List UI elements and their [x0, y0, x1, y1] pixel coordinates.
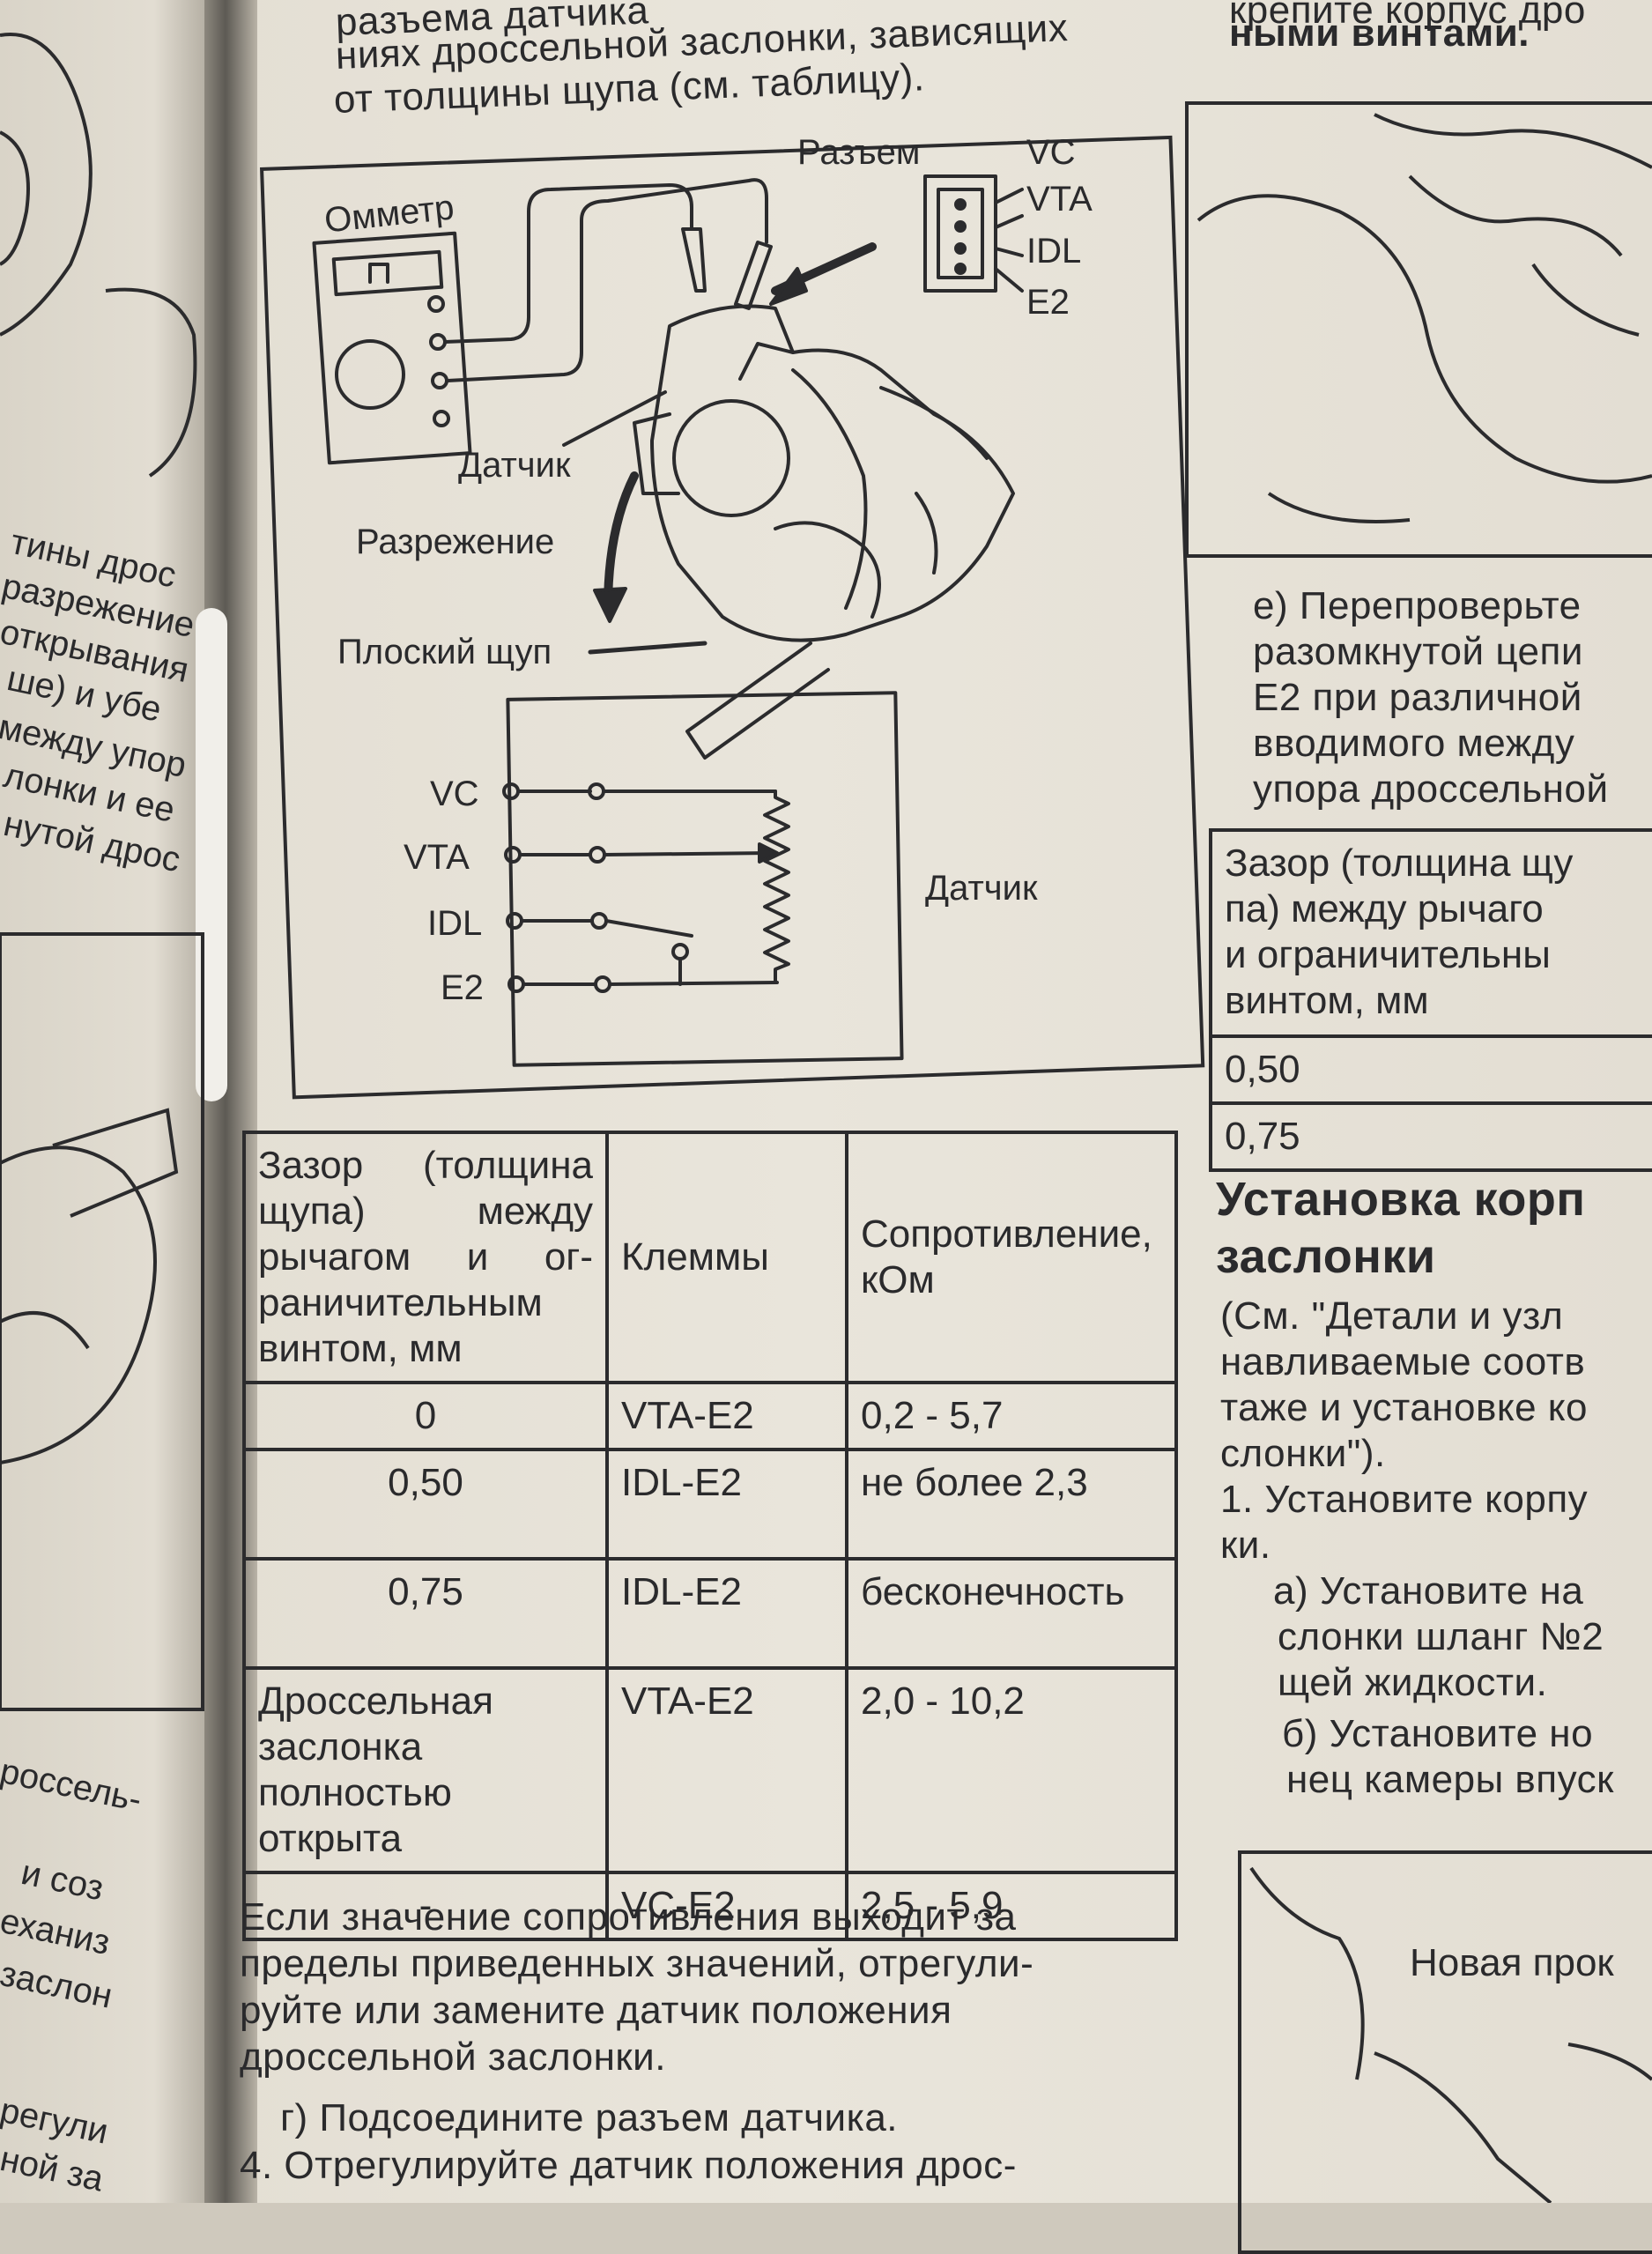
- table-row: 0 VTA-E2 0,2 - 5,7: [242, 1381, 1178, 1451]
- right-text-line: нец камеры впуск: [1286, 1758, 1614, 1801]
- right-text-line: 1. Установите корпу: [1220, 1478, 1589, 1521]
- table-cell: 0,2 - 5,7: [845, 1381, 1178, 1451]
- feeler-gauge-label: Плоский щуп: [337, 633, 552, 671]
- table-cell: VTA-E2: [605, 1381, 848, 1451]
- right-text-line: вводимого между: [1253, 722, 1575, 765]
- right-text-line: е) Перепроверьте: [1253, 584, 1582, 627]
- throttle-body-illustration: [633, 304, 1015, 760]
- connector-label: Разъем: [797, 133, 921, 172]
- right-text-line: разомкнутой цепи: [1253, 630, 1583, 673]
- right-figure-frame: [1185, 101, 1652, 558]
- body-text-line: пределы приведенных значений, отрегули-: [240, 1942, 1034, 1985]
- table-cell: бесконечность: [845, 1557, 1178, 1670]
- schematic-pin-label: VC: [430, 775, 479, 813]
- right-bottom-figure-frame: [1238, 1850, 1652, 2254]
- right-text-line: слонки шланг №2: [1278, 1615, 1604, 1658]
- schematic-pin-label: IDL: [427, 904, 483, 943]
- schematic-pin-label: VTA: [404, 838, 470, 877]
- table-header-row: Зазор (толщина щу па) между рычаго и огр…: [1209, 828, 1652, 1038]
- right-text-line: Е2 при различной: [1253, 676, 1582, 719]
- sensor-schematic: [502, 782, 790, 993]
- table-row: 0,50 IDL-E2 не более 2,3: [242, 1448, 1178, 1561]
- right-clearance-table: Зазор (толщина щу па) между рычаго и огр…: [1209, 828, 1652, 1172]
- right-text-line: ки.: [1220, 1524, 1271, 1567]
- table-cell: 0,75: [242, 1557, 609, 1670]
- table-cell: -: [242, 1871, 609, 1941]
- table-header-cell: Клеммы: [605, 1131, 848, 1384]
- right-text-line: таже и установке ко: [1220, 1386, 1588, 1429]
- table-row: - VC-E2 2,5 - 5,9: [242, 1871, 1178, 1941]
- body-text-line: Если значение сопротивления выходит за: [240, 1895, 1017, 1939]
- right-top-text-line: крепите корпус дро: [1229, 0, 1586, 32]
- right-column-illustrations: [1196, 113, 1652, 2203]
- resistance-table: Зазор (толщина щупа) между рычагом и ог-…: [242, 1131, 1178, 1941]
- left-page: [0, 0, 220, 2203]
- table-header-line: Зазор (толщина щу: [1225, 842, 1574, 885]
- table-row: 0,75: [1209, 1101, 1652, 1172]
- right-text-line: б) Установите но: [1282, 1712, 1594, 1755]
- table-cell: IDL-E2: [605, 1557, 848, 1670]
- right-text-line: щей жидкости.: [1278, 1661, 1548, 1704]
- right-text-line: упора дроссельной: [1253, 767, 1609, 811]
- right-text-line: слонки").: [1220, 1432, 1386, 1475]
- throttle-sensor-drawing: [312, 174, 1024, 1067]
- table-row: Дроссельная заслонка полностью открыта V…: [242, 1666, 1178, 1874]
- table-row: 0,50: [1209, 1034, 1652, 1105]
- table-header-cell: Зазор (толщина щу па) между рычаго и огр…: [1209, 828, 1652, 1038]
- table-cell: IDL-E2: [605, 1448, 848, 1561]
- section-heading: заслонки: [1216, 1230, 1436, 1283]
- table-header-cell: Зазор (толщина щупа) между рычагом и ог-…: [242, 1131, 609, 1384]
- table-header-line: и ограничительны: [1225, 933, 1551, 976]
- pin-label: IDL: [1026, 232, 1082, 271]
- pin-label: E2: [1026, 283, 1070, 322]
- table-cell: 0: [242, 1381, 609, 1451]
- sensor-label: Датчик: [458, 446, 571, 485]
- connector-icon: [923, 174, 1024, 293]
- right-text-line: (См. "Детали и узл: [1220, 1294, 1564, 1338]
- table-row: 0,75 IDL-E2 бесконечность: [242, 1557, 1178, 1670]
- table-header-line: па) между рычаго: [1225, 887, 1544, 931]
- vacuum-label: Разрежение: [356, 523, 555, 561]
- table-cell: Дроссельная заслонка полностью открыта: [242, 1666, 609, 1874]
- table-cell: 0,75: [1209, 1101, 1652, 1172]
- table-cell: не более 2,3: [845, 1448, 1178, 1561]
- table-cell: 0,50: [242, 1448, 609, 1561]
- ohmmeter-icon: [312, 231, 472, 465]
- right-text-line: а) Установите на: [1273, 1569, 1584, 1613]
- body-text-line: руйте или замените датчик положения: [240, 1989, 952, 2032]
- table-cell: 2,5 - 5,9: [845, 1871, 1178, 1941]
- body-text-line: г) Подсоедините разъем датчика.: [280, 2096, 899, 2139]
- body-text-line: 4. Отрегулируйте датчик положения дрос-: [240, 2144, 1017, 2187]
- schematic-pin-label: E2: [441, 968, 484, 1007]
- table-cell: VC-E2: [605, 1871, 848, 1941]
- figure-label: Новая прок: [1410, 1941, 1614, 1984]
- table-cell: 2,0 - 10,2: [845, 1666, 1178, 1874]
- table-cell: 0,50: [1209, 1034, 1652, 1105]
- table-header-cell: Сопротивление, кОм: [845, 1131, 1178, 1384]
- body-text-line: дроссельной заслонки.: [240, 2035, 666, 2079]
- right-text-line: навливаемые соотв: [1220, 1340, 1586, 1383]
- section-heading: Установка корп: [1216, 1173, 1586, 1226]
- table-header-line: винтом, мм: [1225, 979, 1429, 1022]
- left-page-illustrations: [0, 33, 204, 1711]
- table-cell: VTA-E2: [605, 1666, 848, 1874]
- pin-label: VTA: [1026, 180, 1093, 219]
- table-header-row: Зазор (толщина щупа) между рычагом и ог-…: [242, 1131, 1178, 1384]
- schematic-sensor-label: Датчик: [925, 869, 1038, 908]
- pin-label: VC: [1026, 133, 1076, 172]
- right-top-text-line: ными винтами.: [1229, 11, 1530, 55]
